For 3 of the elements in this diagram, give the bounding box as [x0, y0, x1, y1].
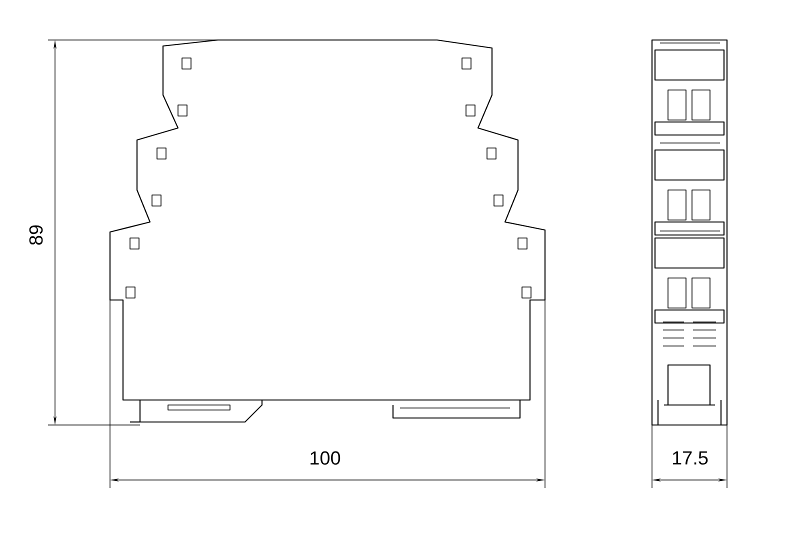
dimension-label: 17.5	[672, 451, 708, 465]
dimension-label: 89	[29, 225, 43, 245]
dimension-label: 100	[310, 451, 340, 465]
